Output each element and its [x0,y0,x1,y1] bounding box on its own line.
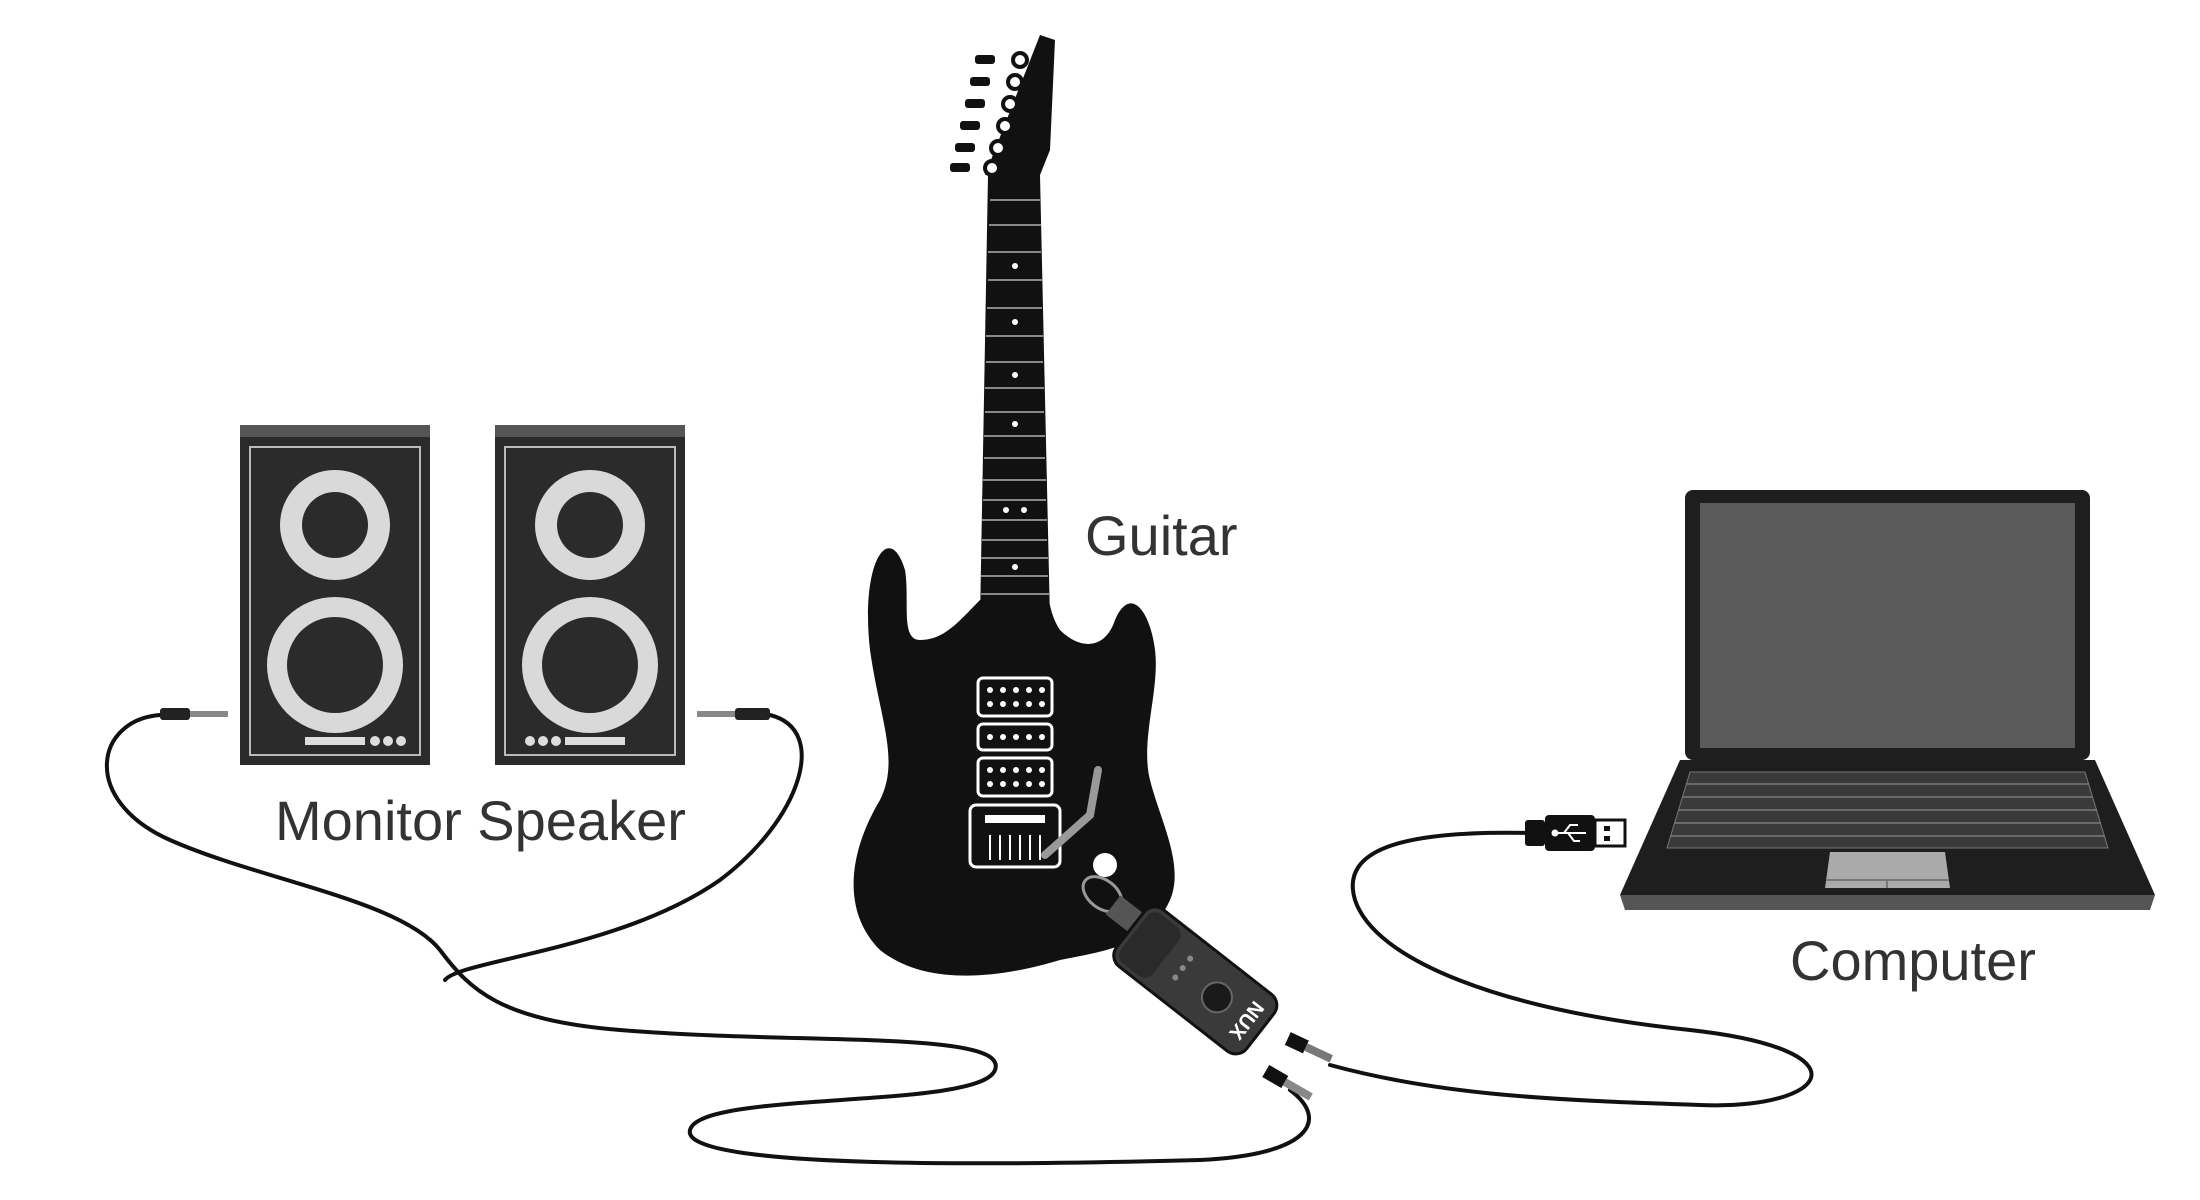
jack-plug-left [160,708,228,720]
guitar-neck [980,175,1050,620]
audio-interface: NUX [1081,875,1333,1101]
monitor-speaker-right [495,425,685,765]
cable-left-speaker [104,713,1311,1166]
guitar-bridge [968,803,1062,869]
usb-plug [1525,815,1627,851]
output-plug-audio [1262,1064,1313,1101]
guitar [853,35,1175,976]
laptop-keys [1671,783,2105,837]
device-body [1112,905,1279,1056]
guitar-headstock [985,35,1055,175]
output-plug-usb [1284,1032,1333,1063]
label-monitor-speaker: Monitor Speaker [275,789,686,852]
tuning-pegs [983,51,1029,177]
cables [104,713,1814,1166]
guitar-knob [1093,853,1117,877]
guitar-pickups [976,676,1054,798]
monitor-speaker-left [240,425,430,765]
status-leds [1172,955,1194,981]
fret-markers [1003,263,1027,570]
label-guitar: Guitar [1085,504,1238,567]
computer [1620,490,2155,910]
frets [981,199,1049,595]
device-button [1200,981,1233,1014]
jack-plug-right [697,708,770,720]
tremolo-arm [1041,766,1102,859]
usb-icon [1551,824,1586,842]
label-computer: Computer [1790,929,2036,992]
cable-right-speaker [443,713,804,982]
cable-usb [1328,830,1814,1108]
laptop-screen [1700,503,2075,748]
